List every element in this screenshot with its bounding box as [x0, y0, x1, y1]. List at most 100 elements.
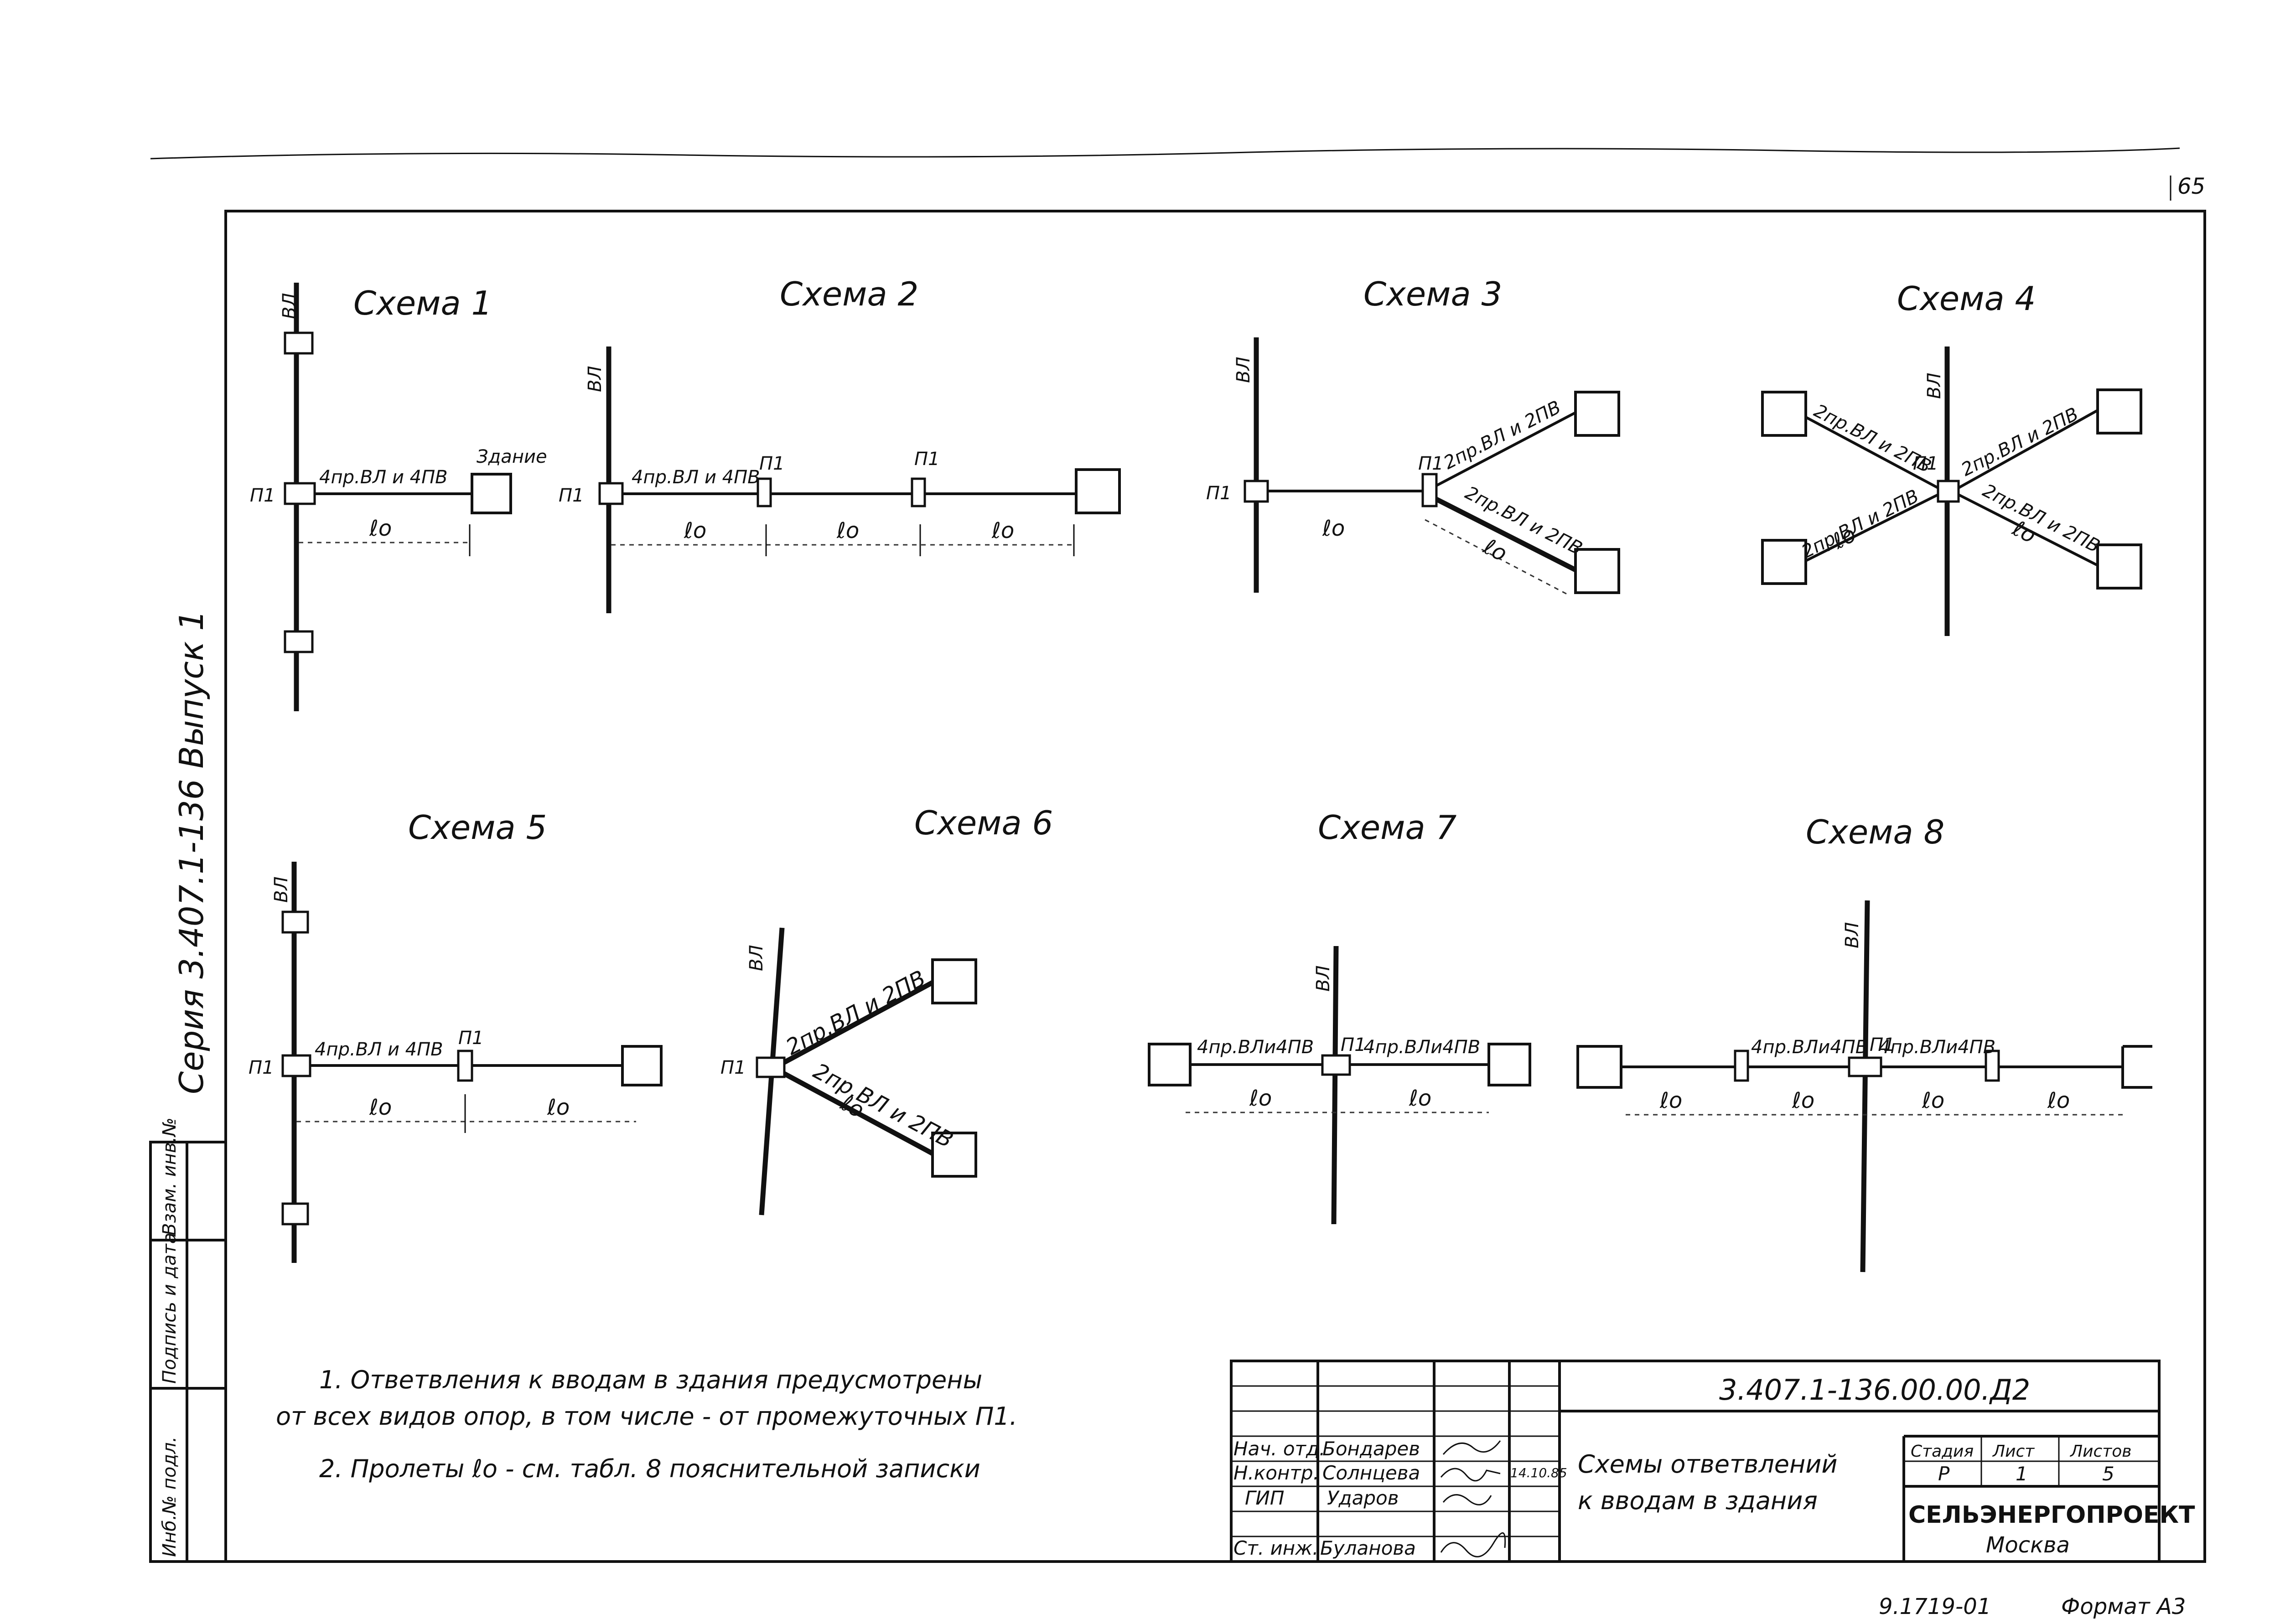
strip-inv-orig: Инб.№ подл.	[159, 1437, 180, 1557]
scheme-7-building-r	[1487, 1043, 1531, 1086]
scheme-3: Схема 3 ВЛ П1 П1 2пр.ВЛ и 2ПВ 2пр.ВЛ и 2…	[1206, 275, 1620, 596]
scheme-8-wire-r: 4пр.ВЛи4ПВ	[1879, 1037, 1995, 1058]
scheme-6-building-a	[931, 958, 977, 1004]
tb-sheet-hdr: Лист	[1992, 1442, 2035, 1461]
scheme-8-vl: ВЛ	[1842, 922, 1863, 948]
tb-sheets-hdr: Листов	[2069, 1442, 2131, 1461]
bottom-code: 9.1719-01	[1879, 1594, 1991, 1619]
scheme-3-building-a	[1574, 391, 1620, 437]
tb-name-4: Буланова	[1320, 1537, 1416, 1559]
scheme-1-building-label: Здание	[477, 446, 547, 467]
tb-org: СЕЛЬЭНЕРГОПРОЕКТ	[1908, 1501, 2195, 1529]
scheme-6-wire-a: 2пр.ВЛ и 2ПВ	[782, 965, 930, 1060]
scheme-6-building-b	[931, 1132, 977, 1178]
scheme-2-p1-b: П1	[759, 453, 785, 474]
scheme-3-title: Схема 3	[1363, 275, 1502, 313]
scheme-7-vl: ВЛ	[1313, 965, 1334, 992]
scheme-7-lo-2: ℓо	[1409, 1086, 1431, 1111]
scheme-4-wire-bl: 2пр.ВЛ и 2ПВ	[1798, 486, 1923, 563]
scheme-4-p1: П1	[1913, 453, 1938, 474]
notes: 1. Ответвления к вводам в здания предусм…	[276, 1365, 1017, 1483]
tb-name-3: Ударов	[1327, 1487, 1399, 1509]
scheme-5-lo-1: ℓо	[369, 1095, 392, 1120]
tb-stage-hdr: Стадия	[1911, 1442, 1974, 1461]
scheme-5-title: Схема 5	[408, 808, 547, 847]
scheme-1-title: Схема 1	[353, 284, 492, 322]
scheme-3-p1-b: П1	[1418, 453, 1444, 474]
scheme-7-wire-l: 4пр.ВЛи4ПВ	[1197, 1037, 1314, 1058]
left-inventory-strip: Взам. инв.№ Подпись и дата Инб.№ подл.	[149, 1117, 227, 1563]
format-label: Формат А3	[2061, 1594, 2186, 1619]
scheme-8-wire-l: 4пр.ВЛи4ПВ	[1751, 1037, 1868, 1058]
note-1-line-2: от всех видов опор, в том числе - от про…	[276, 1402, 1017, 1431]
scheme-3-wire-a: 2пр.ВЛ и 2ПВ	[1441, 397, 1565, 474]
scheme-7-p1: П1	[1341, 1034, 1366, 1055]
tb-title-line-2: к вводам в здания	[1578, 1486, 1818, 1515]
scheme-4-building-br	[2096, 543, 2142, 590]
scheme-4-building-tr	[2096, 388, 2142, 434]
scheme-8-title: Схема 8	[1806, 813, 1944, 851]
scheme-5-lo-2: ℓо	[547, 1095, 570, 1120]
scheme-3-lo-1: ℓо	[1322, 516, 1345, 541]
tb-name-1: Бондарев	[1322, 1438, 1420, 1460]
scheme-2-lo-3: ℓо	[991, 518, 1014, 543]
scheme-5-vl: ВЛ	[271, 876, 292, 903]
scheme-1-lo: ℓо	[369, 516, 392, 541]
scheme-3-building-b	[1574, 548, 1620, 594]
scheme-2-building	[1075, 468, 1121, 514]
scheme-6: Схема 6 ВЛ П1 2пр.ВЛ и 2ПВ 2пр.ВЛ и 2ПВ …	[720, 804, 1053, 1215]
note-1-line-1: 1. Ответвления к вводам в здания предусм…	[319, 1365, 982, 1394]
tb-signature-4	[1440, 1532, 1506, 1557]
tb-city: Москва	[1986, 1532, 2070, 1558]
scheme-5-building	[621, 1045, 663, 1086]
scheme-6-wire-b: 2пр.ВЛ и 2ПВ	[809, 1058, 957, 1153]
scheme-4-wire-tr: 2пр.ВЛ и 2ПВ	[1958, 403, 2082, 481]
scheme-5-p1-b: П1	[458, 1028, 484, 1049]
strip-inv-replace: Взам. инв.№	[159, 1117, 180, 1236]
scheme-2-p1-c: П1	[914, 449, 940, 470]
scheme-7-building-l	[1148, 1043, 1192, 1086]
scheme-7: Схема 7 ВЛ П1 4пр.ВЛи4ПВ 4пр.ВЛи4ПВ ℓо ℓ…	[1148, 808, 1531, 1225]
scheme-1-vl: ВЛ	[279, 293, 300, 319]
scheme-8-lo-1: ℓо	[1659, 1088, 1682, 1113]
tb-signature-2	[1440, 1468, 1501, 1482]
scheme-1-p1: П1	[250, 485, 275, 506]
top-scan-edge	[150, 147, 2180, 160]
scheme-8-building-l	[1576, 1045, 1622, 1089]
scheme-6-p1: П1	[720, 1057, 746, 1078]
scheme-8-lo-3: ℓо	[1922, 1088, 1944, 1113]
scheme-4-wire-tl: 2пр.ВЛ и 2ПВ	[1810, 400, 1934, 477]
tb-title-line-1: Схемы ответвлений	[1578, 1450, 1837, 1479]
drawing-frame	[224, 210, 2206, 1563]
title-block: Нач. отд. Н.контр. ГИП Ст. инж. Бондарев…	[1230, 1360, 2195, 1563]
page-number: 65	[2177, 174, 2205, 199]
scheme-3-p1-a: П1	[1206, 483, 1232, 504]
tb-role-1: Нач. отд.	[1233, 1438, 1325, 1460]
note-2: 2. Пролеты ℓо - см. табл. 8 пояснительно…	[319, 1454, 980, 1483]
tb-sheet: 1	[2016, 1463, 2028, 1485]
scheme-1: Схема 1 ВЛ П1 Здание 4пр.ВЛ и 4ПВ ℓо	[250, 283, 547, 711]
scheme-2-lo-1: ℓо	[684, 518, 706, 543]
tb-name-2: Солнцева	[1322, 1462, 1420, 1484]
scheme-4: Схема 4 ВЛ П1 2пр.ВЛ и 2ПВ 2пр.ВЛ и 2ПВ …	[1761, 279, 2142, 636]
scheme-2-wire: 4пр.ВЛ и 4ПВ	[632, 467, 760, 488]
scheme-2-title: Схема 2	[780, 275, 918, 313]
scheme-3-vl: ВЛ	[1233, 357, 1254, 383]
scheme-4-building-tl	[1761, 391, 1807, 437]
scheme-8: Схема 8 ВЛ П1 4пр.ВЛи4ПВ 4пр.ВЛи4ПВ ℓо ℓ…	[1576, 813, 2152, 1272]
scheme-2-vl: ВЛ	[585, 366, 606, 392]
strip-sign-date: Подпись и дата	[159, 1233, 180, 1384]
scheme-2-p1-a: П1	[559, 485, 584, 506]
scheme-1-wire: 4пр.ВЛ и 4ПВ	[319, 467, 448, 488]
scheme-2: Схема 2 ВЛ П1 П1 П1 4пр.ВЛ и 4ПВ ℓо ℓо ℓ…	[559, 275, 1121, 613]
tb-sheets: 5	[2102, 1463, 2114, 1485]
scheme-5: Схема 5 ВЛ П1 П1 4пр.ВЛ и 4ПВ ℓо ℓо	[249, 808, 663, 1263]
scheme-6-title: Схема 6	[914, 804, 1053, 842]
scheme-8-lo-2: ℓо	[1792, 1088, 1814, 1113]
tb-signature-1	[1442, 1440, 1501, 1455]
scheme-2-lo-2: ℓо	[836, 518, 859, 543]
tb-signature-3	[1442, 1494, 1492, 1505]
tb-role-2: Н.контр.	[1233, 1462, 1319, 1484]
scheme-8-lo-4: ℓо	[2047, 1088, 2070, 1113]
scheme-4-wire-br: 2пр.ВЛ и 2ПВ	[1979, 480, 2103, 557]
